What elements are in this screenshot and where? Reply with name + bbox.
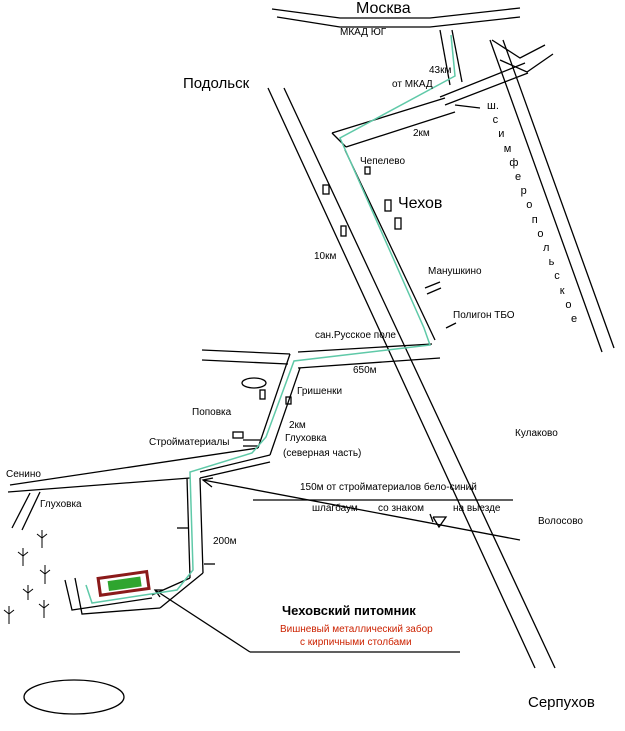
grishenki-label: Гришенки — [297, 386, 343, 397]
note-line2-c: на выезде — [453, 503, 501, 514]
route-path — [85, 34, 456, 604]
highway-letter: ь — [548, 256, 555, 269]
tree-icon — [39, 565, 51, 584]
highway-letter: р — [520, 185, 527, 198]
note-line2-b: со знаком — [378, 503, 425, 514]
highway-letter: ш. — [487, 100, 499, 112]
highway-letter: с — [554, 270, 560, 283]
tree-icon — [22, 585, 34, 600]
san-russkoe-label: сан.Русское поле — [315, 330, 396, 341]
tree-icon — [38, 600, 50, 618]
m200-label: 200м — [213, 536, 237, 547]
mkad-south-label: МКАД ЮГ — [340, 27, 387, 38]
m650-label: 650м — [353, 365, 377, 376]
city-podolsk: Подольск — [183, 75, 250, 92]
km43-label: 43км — [429, 65, 452, 76]
mkad-road — [271, 7, 521, 19]
glukhovka-north-label: Глуховка — [285, 433, 327, 444]
km2-top-label: 2км — [413, 128, 430, 139]
note-line1: 150м от стройматериалов бело-синий — [300, 482, 477, 493]
simferopol-highway — [489, 39, 603, 353]
highway-letter: о — [565, 298, 572, 311]
highway-letter: е — [571, 313, 578, 325]
highway-letter: и — [498, 128, 505, 141]
city-chekhov: Чехов — [398, 195, 443, 212]
from-mkad-label: от МКАД — [392, 79, 433, 90]
tree-icon — [36, 530, 48, 548]
highway-letter: л — [543, 242, 550, 254]
glukhovka-label: Глуховка — [40, 499, 82, 510]
highway-letter: ф — [509, 156, 519, 169]
nursery-title: Чеховский питомник — [282, 603, 416, 618]
main-road — [267, 87, 536, 669]
popovka-label: Поповка — [192, 407, 232, 418]
nursery-fence-line2: с кирпичными столбами — [300, 637, 412, 648]
highway-letter: о — [526, 199, 533, 212]
senino-label: Сенино — [6, 469, 41, 480]
stroymaterialy-label: Стройматериалы — [149, 437, 230, 448]
highway-letter: к — [559, 284, 565, 297]
city-moscow: Москва — [356, 0, 411, 17]
tree-icon — [17, 548, 29, 566]
city-serpukhov: Серпухов — [528, 694, 595, 711]
highway-letter: п — [531, 213, 538, 226]
highway-letter: м — [503, 142, 512, 155]
glukhovka-north-sub-label: (северная часть) — [283, 448, 362, 459]
manushkino-label: Манушкино — [428, 266, 482, 277]
highway-letter: е — [515, 171, 522, 183]
chepelevo-label: Чепелево — [360, 156, 406, 167]
highway-letter: с — [492, 114, 499, 127]
poligon-label: Полигон ТБО — [453, 310, 515, 321]
km2-lower-label: 2км — [289, 420, 306, 431]
highway-letter: о — [537, 227, 544, 240]
lake — [23, 679, 125, 715]
km10-label: 10км — [314, 251, 337, 262]
volosovo-label: Волосово — [538, 516, 583, 527]
tree-icon — [3, 606, 15, 624]
kulakovo-label: Кулаково — [515, 428, 558, 439]
note-line2-a: шлагбаум — [312, 503, 358, 514]
nursery-fence-line1: Вишневый металлический забор — [280, 624, 433, 635]
